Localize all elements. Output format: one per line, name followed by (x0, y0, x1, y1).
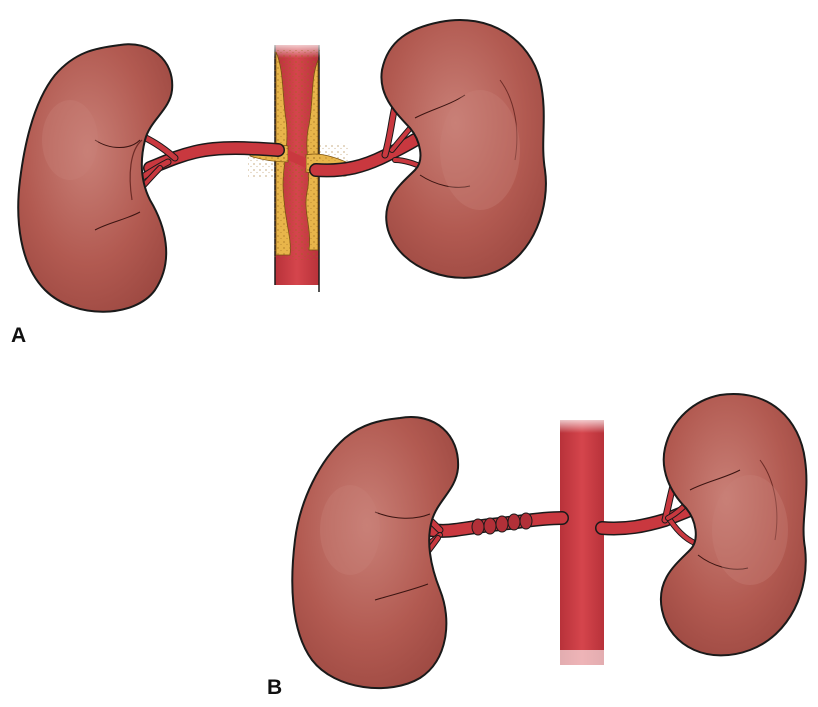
left-kidney-b (292, 417, 458, 688)
right-kidney-b (661, 394, 807, 655)
panel-label-b: B (267, 677, 282, 698)
beaded-stenosis (472, 513, 532, 535)
aorta-b (558, 415, 608, 668)
panel-b (292, 394, 806, 688)
panel-label-a: A (11, 325, 26, 346)
panel-a (18, 20, 546, 312)
